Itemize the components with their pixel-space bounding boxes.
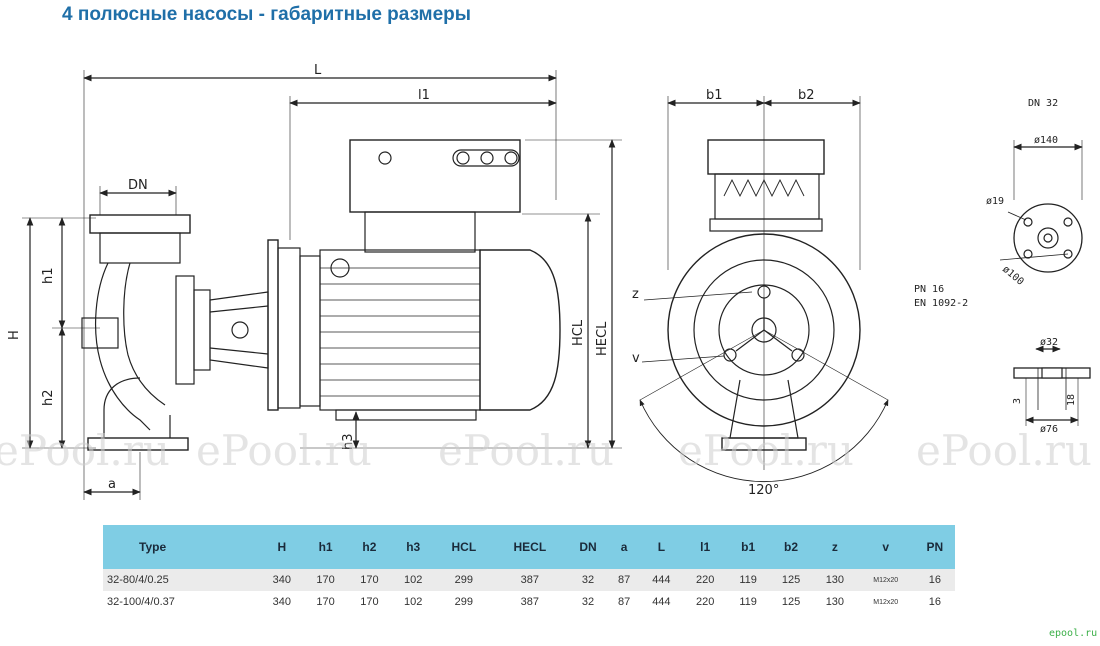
gasket-3-label: 3 [1012, 398, 1023, 404]
table-header-cell: h3 [391, 525, 436, 569]
table-cell: 170 [347, 569, 392, 591]
table-cell: 125 [769, 591, 813, 613]
pump-side-view [22, 70, 622, 500]
dim-label-h2: h2 [41, 389, 56, 406]
table-header-cell: Type [103, 525, 260, 569]
table-cell: 32 [567, 591, 609, 613]
table-header-cell: DN [567, 525, 609, 569]
watermark: ePool.ru [438, 426, 614, 475]
watermark: ePool.ru [196, 426, 372, 475]
table-cell: 102 [391, 591, 436, 613]
dim-label-a: a [108, 477, 116, 492]
watermark: ePool.ru [916, 426, 1092, 475]
table-cell: 340 [259, 569, 304, 591]
dim-label-z: z [632, 287, 639, 302]
pump-front-view [639, 96, 889, 482]
table-cell: 125 [769, 569, 813, 591]
table-cell: 444 [639, 569, 684, 591]
table-cell: 340 [259, 591, 304, 613]
table-cell: 170 [347, 591, 392, 613]
table-cell: 119 [727, 591, 770, 613]
en-label: EN 1092-2 [914, 298, 968, 309]
dim-label-b1: b1 [706, 88, 723, 103]
table-cell: 444 [639, 591, 684, 613]
dim-label-DN: DN [128, 178, 148, 193]
pn-label: PN 16 [914, 284, 944, 295]
table-cell: 387 [492, 591, 568, 613]
table-header-cell: l1 [683, 525, 728, 569]
table-row: 32-80/4/0.25 340 170 170 102 299 387 32 … [103, 569, 955, 591]
table-header-cell: z [812, 525, 857, 569]
table-header-cell: H [259, 525, 304, 569]
table-cell: 170 [303, 591, 348, 613]
table-cell: 387 [492, 569, 568, 591]
table-header-cell: L [639, 525, 684, 569]
dim-label-b2: b2 [798, 88, 815, 103]
dim-label-h1: h1 [41, 267, 56, 284]
gasket-d76-label: ø76 [1040, 424, 1058, 435]
angle-label: 120° [748, 483, 779, 498]
table-header-cell: h2 [347, 525, 392, 569]
flange-d140-label: ø140 [1034, 135, 1058, 146]
table-cell: M12x20 [856, 591, 915, 613]
dim-label-h3: h3 [341, 433, 356, 450]
table-cell: 130 [812, 591, 857, 613]
table-cell: M12x20 [856, 569, 915, 591]
watermark: ePool.ru [678, 426, 854, 475]
gasket-18-label: 18 [1066, 394, 1077, 406]
watermark: ePool.ru [0, 426, 170, 475]
dim-label-HCL: HCL [571, 319, 586, 346]
table-cell: 220 [683, 569, 728, 591]
table-cell: 87 [608, 591, 640, 613]
table-cell: 32 [567, 569, 609, 591]
table-cell: 32-100/4/0.37 [103, 591, 260, 613]
gasket-d32-label: ø32 [1040, 337, 1058, 348]
dim-label-l1: l1 [418, 88, 430, 103]
table-cell: 220 [683, 591, 728, 613]
table-header-cell: a [608, 525, 640, 569]
table-header-cell: v [856, 525, 915, 569]
table-cell: 299 [435, 591, 493, 613]
table-header-cell: b1 [727, 525, 770, 569]
table-cell: 16 [914, 591, 955, 613]
dim-label-HECL: HECL [595, 321, 610, 356]
dim-label-L: L [314, 63, 322, 78]
dim-label-H: H [7, 330, 22, 340]
table-header-cell: b2 [769, 525, 813, 569]
table-cell: 299 [435, 569, 493, 591]
flange-dn-label: DN 32 [1028, 98, 1058, 109]
table-cell: 130 [812, 569, 857, 591]
table-row: 32-100/4/0.37 340 170 170 102 299 387 32… [103, 591, 955, 613]
page-title: 4 полюсные насосы - габаритные размеры [62, 4, 472, 25]
table-cell: 170 [303, 569, 348, 591]
table-cell: 87 [608, 569, 640, 591]
flange-detail [999, 140, 1091, 426]
table-header-cell: h1 [303, 525, 348, 569]
table-cell: 119 [727, 569, 770, 591]
table-cell: 32-80/4/0.25 [103, 569, 260, 591]
table-header-cell: HECL [492, 525, 568, 569]
flange-d19-label: ø19 [986, 196, 1004, 207]
corner-logo: epool.ru [1049, 628, 1098, 639]
table-header-cell: HCL [435, 525, 493, 569]
flange-d100-label: ø100 [1000, 264, 1026, 288]
table-header-row: Type H h1 h2 h3 HCL HECL DN a L l1 b1 b2… [103, 525, 955, 569]
table-header-cell: PN [914, 525, 955, 569]
table-cell: 16 [914, 569, 955, 591]
dim-label-v: v [632, 351, 640, 366]
table-cell: 102 [391, 569, 436, 591]
dimensions-table: Type H h1 h2 h3 HCL HECL DN a L l1 b1 b2… [103, 525, 955, 613]
